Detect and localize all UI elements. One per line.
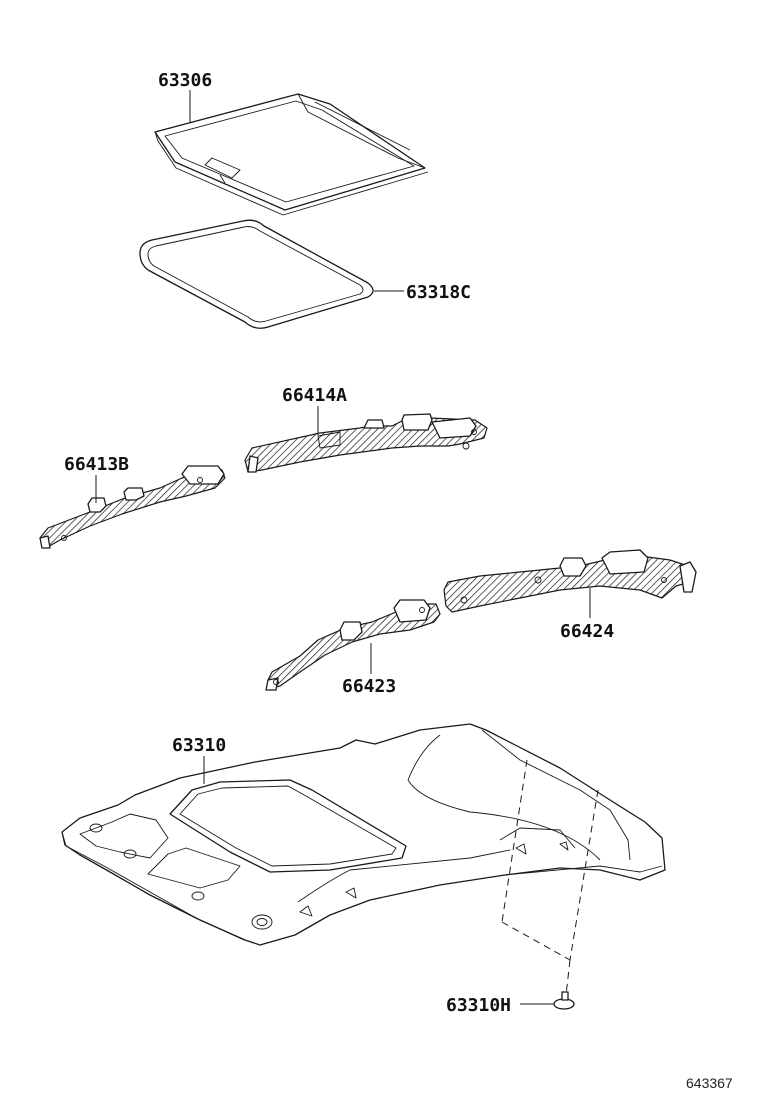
front-bracket-part[interactable] [39, 465, 226, 549]
headliner-clip-part[interactable] [553, 991, 575, 1010]
right-side-rail-part[interactable] [443, 549, 697, 613]
clip-locating-lines [501, 759, 599, 996]
sunroof-seal-part[interactable] [139, 219, 374, 329]
rear-bracket-label: 66414A [282, 385, 347, 435]
headliner-clip-label: 63310H [446, 995, 554, 1016]
sunroof-seal-label: 63318C [374, 282, 471, 303]
rear-bracket-part[interactable] [244, 413, 488, 473]
sunshade-label: 63306 [158, 70, 212, 122]
left-side-rail-part-number: 66423 [342, 676, 396, 697]
sunshade-part[interactable] [154, 93, 429, 216]
headliner-label: 63310 [172, 735, 226, 784]
front-bracket-label: 66413B [64, 454, 129, 503]
headliner-part[interactable] [61, 723, 666, 946]
rear-bracket-part-number: 66414A [282, 385, 347, 406]
right-side-rail-part-number: 66424 [560, 621, 614, 642]
left-side-rail-part[interactable] [265, 599, 441, 691]
left-side-rail-label: 66423 [342, 643, 396, 697]
headliner-clip-part-number: 63310H [446, 995, 511, 1016]
headliner-part-number: 63310 [172, 735, 226, 756]
front-bracket-part-number: 66413B [64, 454, 129, 475]
diagram-reference-code: 643367 [686, 1075, 733, 1091]
right-side-rail-label: 66424 [560, 588, 614, 642]
sunshade-part-number: 63306 [158, 70, 212, 91]
sunroof-seal-part-number: 63318C [406, 282, 471, 303]
